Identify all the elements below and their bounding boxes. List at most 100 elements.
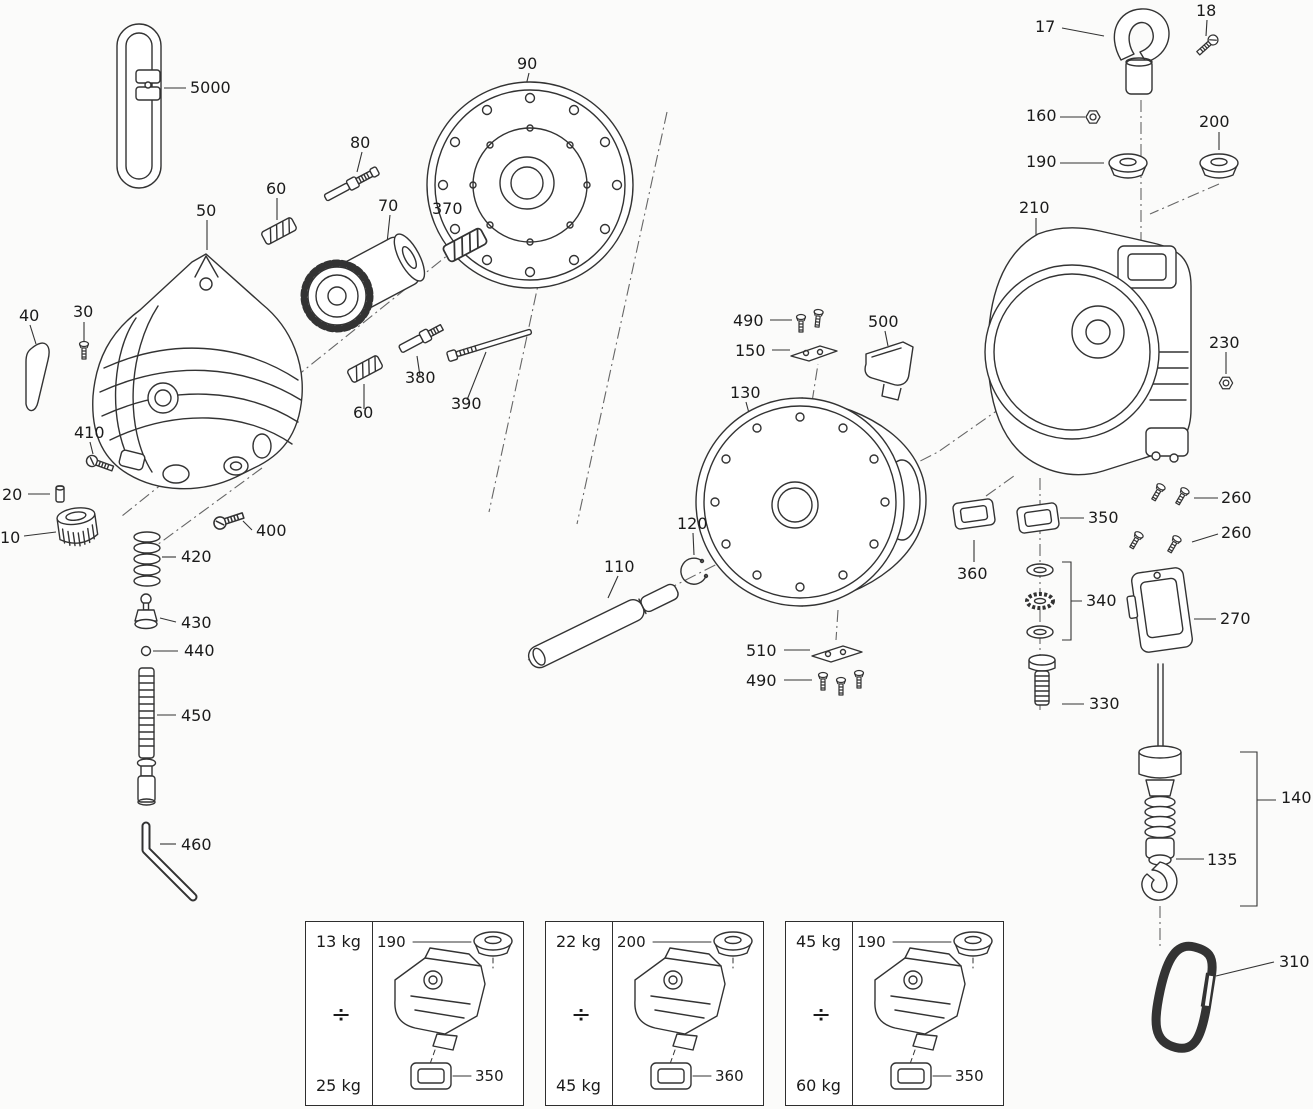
part-label-20: 20 <box>2 485 23 504</box>
part-label-490b: 490 <box>746 671 777 690</box>
part-label-210: 210 <box>1019 198 1050 217</box>
capacity-top: 22 kg <box>556 932 601 951</box>
divide-symbol: ÷ <box>570 999 592 1028</box>
part-label-140: 140 <box>1281 788 1312 807</box>
part-label-130: 130 <box>730 383 761 402</box>
part-label-160: 160 <box>1026 106 1057 125</box>
part-label-400: 400 <box>256 521 287 540</box>
table-pad-part-label: 360 <box>715 1067 744 1085</box>
table-cap-part-label: 190 <box>377 933 406 951</box>
capacity-top: 13 kg <box>316 932 361 951</box>
table-cap-part-label: 200 <box>617 933 646 951</box>
bolt-330-drawing <box>1028 654 1056 706</box>
part-label-17: 17 <box>1035 17 1056 36</box>
cap-190-drawing <box>1108 153 1148 179</box>
capacity-column: 13 kg ÷ 25 kg <box>306 922 373 1105</box>
part-label-490a: 490 <box>733 311 764 330</box>
screw-400-drawing <box>211 508 246 532</box>
part-label-230: 230 <box>1209 333 1240 352</box>
spring-60b-drawing <box>346 354 384 384</box>
capacity-table-2: 22 kg ÷ 45 kg 200 360 <box>545 921 764 1106</box>
carabiner-310-drawing <box>1151 941 1217 1053</box>
part-label-190: 190 <box>1026 152 1057 171</box>
screws-490b-drawing <box>817 669 865 696</box>
washer-stack-340-drawing <box>1025 563 1055 639</box>
gear-shaft-70-drawing <box>300 233 426 333</box>
part-label-310: 310 <box>1279 952 1310 971</box>
hook-17-drawing <box>1113 8 1170 95</box>
part-label-390: 390 <box>451 394 482 413</box>
part-label-330: 330 <box>1089 694 1120 713</box>
housing-210-drawing <box>984 227 1192 476</box>
part-label-80: 80 <box>350 133 371 152</box>
part-label-110: 110 <box>604 557 635 576</box>
screws-260b-drawing <box>1127 529 1183 555</box>
part-label-10: 10 <box>0 528 21 547</box>
fitting-380-drawing <box>398 323 444 353</box>
capacity-top: 45 kg <box>796 932 841 951</box>
nut-230-drawing <box>1218 376 1234 390</box>
spring-60a-drawing <box>260 216 298 246</box>
part-label-430: 430 <box>181 613 212 632</box>
ball-440-drawing <box>140 645 152 657</box>
part-label-135: 135 <box>1207 850 1238 869</box>
threaded-rod-450-drawing <box>136 667 157 806</box>
valve-430-drawing <box>134 593 158 630</box>
part-label-380: 380 <box>405 368 436 387</box>
table-pad-part-label: 350 <box>955 1067 984 1085</box>
part-label-340: 340 <box>1086 591 1117 610</box>
part-label-510: 510 <box>746 641 777 660</box>
pad-350-drawing <box>1015 501 1061 535</box>
parts-column: 190 350 <box>373 922 523 1105</box>
part-label-260a: 260 <box>1221 488 1252 507</box>
part-label-60b: 60 <box>353 403 374 422</box>
pad-360-drawing <box>951 497 997 531</box>
part-label-500: 500 <box>868 312 899 331</box>
part-label-150: 150 <box>735 341 766 360</box>
screws-490a-drawing <box>795 308 824 333</box>
screw-30-drawing <box>78 340 90 360</box>
bracket-500-drawing <box>864 341 914 401</box>
parts-column: 190 350 <box>853 922 1003 1105</box>
part-label-460: 460 <box>181 835 212 854</box>
part-label-270: 270 <box>1220 609 1251 628</box>
part-label-90: 90 <box>517 54 538 73</box>
plate-150-drawing <box>790 345 838 362</box>
capacity-bottom: 60 kg <box>796 1076 841 1095</box>
capacity-column: 22 kg ÷ 45 kg <box>546 922 613 1105</box>
part-label-5000: 5000 <box>190 78 231 97</box>
leader-lines <box>23 19 1276 977</box>
capacity-bottom: 45 kg <box>556 1076 601 1095</box>
screw-18-drawing <box>1194 32 1221 58</box>
capacity-column: 45 kg ÷ 60 kg <box>786 922 853 1105</box>
bolt-390-drawing <box>446 328 533 362</box>
part-label-40: 40 <box>19 306 40 325</box>
part-label-50: 50 <box>196 201 217 220</box>
part-label-18: 18 <box>1196 1 1217 20</box>
drum-130-drawing <box>695 397 927 607</box>
table-cap-part-label: 190 <box>857 933 886 951</box>
part-label-350: 350 <box>1088 508 1119 527</box>
divide-symbol: ÷ <box>330 999 352 1028</box>
part-label-420: 420 <box>181 547 212 566</box>
part-label-200: 200 <box>1199 112 1230 131</box>
cap-200-drawing <box>1199 153 1239 179</box>
part-label-120: 120 <box>677 514 708 533</box>
part-label-260b: 260 <box>1221 523 1252 542</box>
nut-160-drawing <box>1085 110 1101 124</box>
hose-clamp-5000-drawing <box>116 23 162 189</box>
capacity-table-3: 45 kg ÷ 60 kg 190 350 <box>785 921 1004 1106</box>
nipple-80-drawing <box>323 166 380 202</box>
snap-ring-120-drawing <box>680 557 709 585</box>
table-pad-part-label: 350 <box>475 1067 504 1085</box>
capacity-table-1: 13 kg ÷ 25 kg 190 350 <box>305 921 524 1106</box>
part-label-60a: 60 <box>266 179 287 198</box>
screws-260a-drawing <box>1149 481 1191 507</box>
part-label-360: 360 <box>957 564 988 583</box>
plate-510-drawing <box>811 645 863 663</box>
part-label-370: 370 <box>432 199 463 218</box>
knob-10-drawing <box>56 507 99 547</box>
part-label-440: 440 <box>184 641 215 660</box>
pin-20-drawing <box>55 485 65 503</box>
